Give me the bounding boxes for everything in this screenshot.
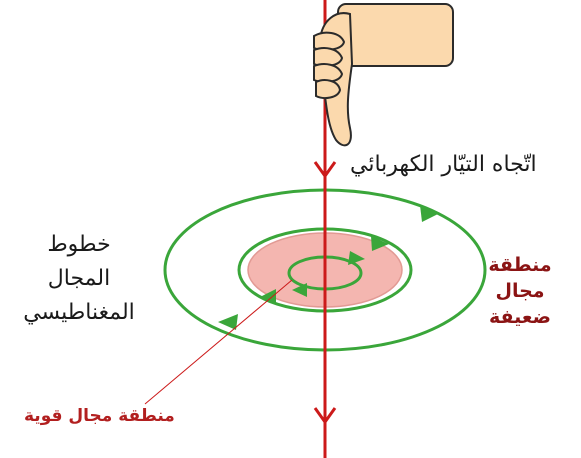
current-direction-label: اتّجاه التيّار الكهربائي: [350, 152, 537, 177]
field-arrow-inner-top: [348, 251, 365, 265]
field-arrow-outer-right: [420, 205, 440, 222]
field-arrow-middle-bottom: [260, 289, 276, 305]
strong-field-region-label: منطقة مجال قوية: [24, 406, 175, 426]
current-arrow-top: [313, 161, 337, 178]
field-arrow-middle-top: [371, 236, 389, 251]
field-arrow-outer-left: [218, 314, 238, 330]
hand-pointing-down-icon: [313, 3, 454, 147]
field-arrow-inner-bottom: [292, 283, 307, 297]
weak-field-region-label: منطقة مجال ضعيفة: [488, 254, 552, 328]
current-arrow-bottom: [313, 407, 337, 424]
strong-region-pointer-line: [144, 279, 293, 405]
field-lines-label: خطوط المجال المغناطيسي: [23, 232, 135, 325]
